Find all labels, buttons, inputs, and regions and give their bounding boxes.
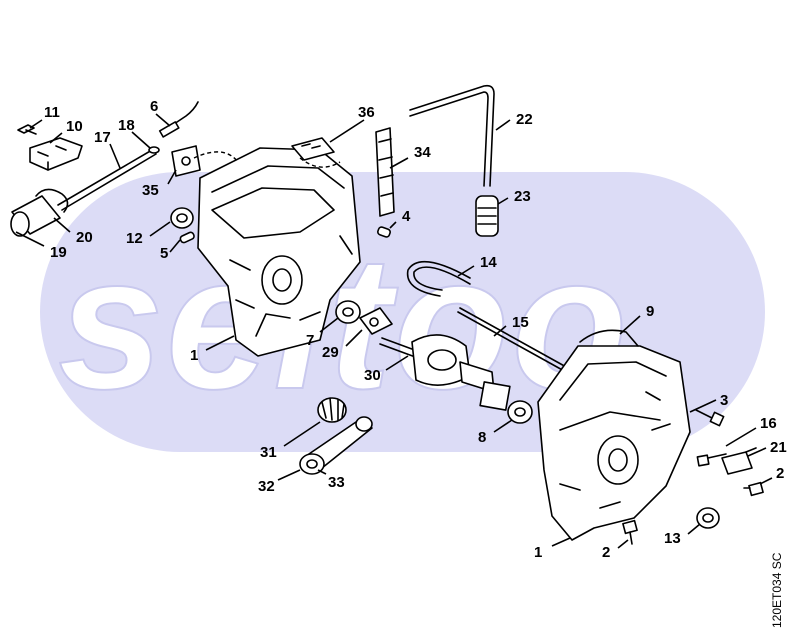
part-screw-2a	[743, 481, 764, 497]
part-gasket-29	[359, 307, 393, 335]
callout-7: 7	[306, 332, 314, 349]
part-hose-14	[406, 260, 471, 297]
callout-31: 31	[260, 444, 277, 461]
part-bracket-21	[721, 447, 757, 475]
callout-30: 30	[364, 367, 381, 384]
callout-16: 16	[760, 415, 777, 432]
part-pin-5	[179, 231, 195, 244]
callout-17: 17	[94, 129, 111, 146]
part-line-15	[457, 307, 569, 373]
callout-11: 11	[44, 104, 60, 121]
part-conrod-32-33	[299, 416, 373, 475]
callout-35: 35	[142, 182, 159, 199]
callout-5: 5	[160, 245, 168, 262]
part-fuel-filter-23	[475, 195, 499, 237]
callout-15: 15	[512, 314, 529, 331]
part-screw-11	[17, 124, 37, 135]
callout-14: 14	[480, 254, 497, 271]
callout-23: 23	[514, 188, 531, 205]
callout-13: 13	[664, 530, 681, 547]
part-seal-13	[696, 507, 720, 529]
callout-18: 18	[118, 117, 135, 134]
leader-lines	[15, 113, 773, 549]
callout-8: 8	[478, 429, 486, 446]
callout-29: 29	[322, 344, 339, 361]
callout-22: 22	[516, 111, 533, 128]
part-filter-34	[375, 127, 395, 217]
callout-33: 33	[328, 474, 345, 491]
callout-1-lower: 1	[534, 544, 542, 561]
part-fuel-line-22	[409, 84, 495, 187]
part-bracket-10	[29, 137, 83, 171]
part-plate-35	[171, 145, 201, 177]
part-plate-36	[291, 137, 335, 161]
callout-2-right: 2	[776, 465, 784, 482]
part-screw-3	[695, 409, 725, 427]
figure-code: 120ET034 SC	[770, 552, 784, 628]
callout-3: 3	[720, 392, 728, 409]
part-crankshaft-30	[379, 334, 511, 411]
callout-19: 19	[50, 244, 67, 261]
arrow-35-to-case	[193, 151, 239, 163]
callout-32: 32	[258, 478, 275, 495]
callout-6: 6	[150, 98, 158, 115]
callout-2-bottom: 2	[602, 544, 610, 561]
part-screw-16	[696, 453, 727, 467]
part-rod-17-18	[57, 146, 160, 211]
part-pin-4	[377, 226, 391, 238]
part-screw-2b	[622, 519, 638, 545]
callout-9: 9	[646, 303, 654, 320]
callout-12: 12	[126, 230, 143, 247]
part-bearing-7	[335, 300, 361, 324]
callout-20: 20	[76, 229, 93, 246]
callout-34: 34	[414, 144, 431, 161]
callout-1-upper: 1	[190, 347, 198, 364]
callout-labels: 11 10 6 18 17 36 22 34 35 23 4 12 20 5 1…	[44, 98, 787, 561]
callout-36: 36	[358, 104, 375, 121]
part-bearing-8	[507, 400, 533, 424]
callout-4: 4	[402, 208, 411, 225]
part-ring-12	[170, 207, 194, 229]
part-tube-6	[158, 101, 199, 138]
part-gasket-9	[579, 329, 639, 347]
watermark-text: seltoo	[58, 217, 630, 429]
part-crankcase-lower-1	[537, 345, 691, 541]
part-needle-cage-31	[317, 397, 347, 423]
callout-10: 10	[66, 118, 83, 135]
part-handle-19-20	[10, 188, 69, 237]
callout-21: 21	[770, 439, 787, 456]
